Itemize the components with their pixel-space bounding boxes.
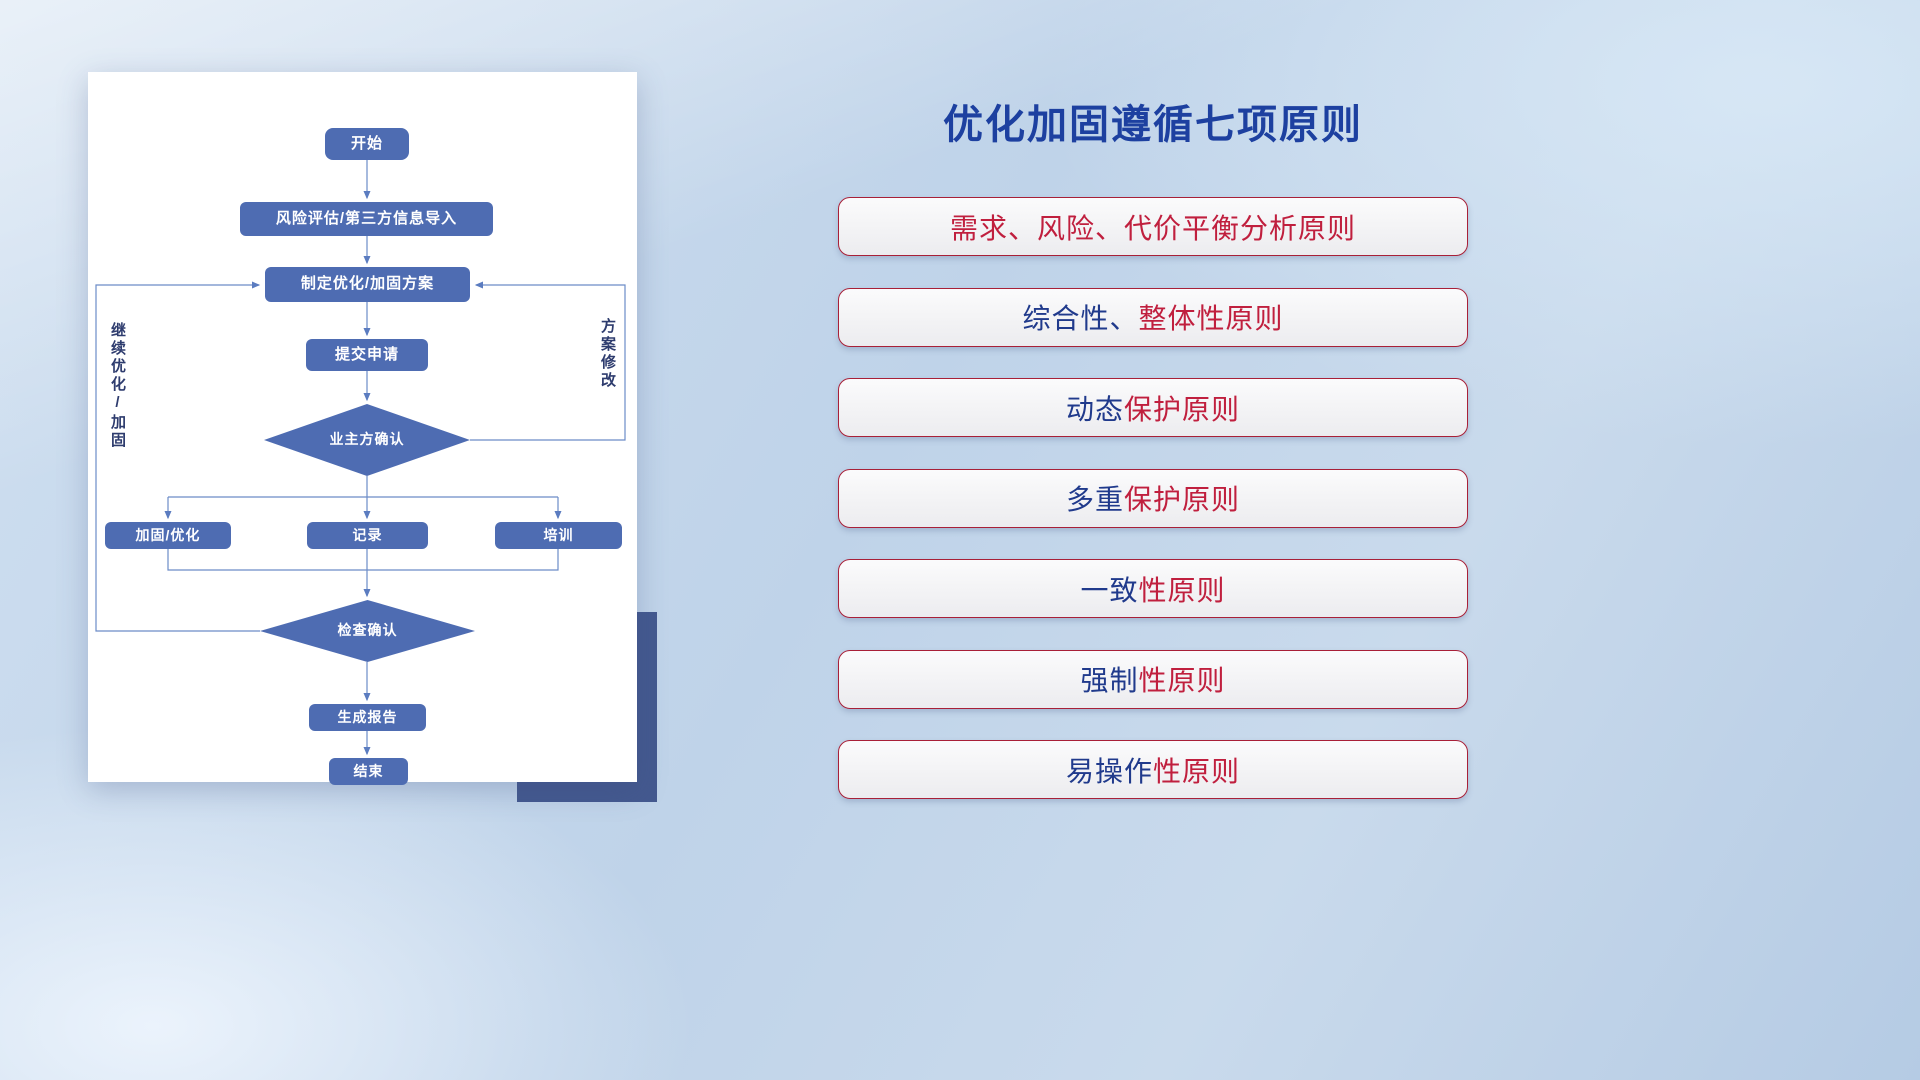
flow-node-make-plan: 制定优化/加固方案 (265, 267, 470, 302)
principles-list: 需求、风险、代价平衡分析原则 综合性、整体性原则 动态保护原则 多重保护原则 一… (838, 197, 1468, 799)
principle-item-3-red-text: 保护原则 (1124, 393, 1241, 425)
principle-item-1: 需求、风险、代价平衡分析原则 (838, 197, 1468, 256)
principle-item-7-red-text: 性原则 (1153, 755, 1241, 787)
principle-item-6-blue-text: 强制 (1080, 665, 1139, 696)
principle-item-5-red-text: 性原则 (1138, 574, 1226, 606)
flow-node-record-label: 记录 (352, 526, 383, 543)
flow-node-training: 培训 (495, 522, 622, 549)
flow-node-reinforce-label: 加固/优化 (135, 526, 201, 543)
principle-item-2-blue-text: 综合性、 (1022, 303, 1139, 334)
principle-item-7-blue-text: 易操作 (1065, 755, 1153, 787)
flow-node-start: 开始 (325, 128, 409, 160)
flow-node-risk-import: 风险评估/第三方信息导入 (240, 202, 493, 236)
principle-item-4-red-text: 保护原则 (1124, 484, 1241, 515)
principle-item-2-red-text: 整体性原则 (1138, 303, 1284, 334)
principle-item-1-red-text: 需求、风险、代价平衡分析原则 (949, 212, 1356, 244)
principle-item-6-red-text: 性原则 (1138, 665, 1226, 696)
flow-node-submit: 提交申请 (306, 339, 428, 371)
flow-node-submit-label: 提交申请 (334, 345, 399, 363)
flow-node-report-label: 生成报告 (337, 708, 398, 725)
flowchart-connectors (95, 160, 626, 756)
flow-label-plan-revise: 方案修改 (599, 318, 616, 390)
flow-node-risk-import-label: 风险评估/第三方信息导入 (275, 209, 458, 227)
flow-node-end-label: 结束 (353, 762, 384, 779)
flow-node-reinforce: 加固/优化 (105, 522, 231, 549)
flow-node-owner-confirm-label: 业主方确认 (329, 431, 405, 448)
flowchart-card: 开始 风险评估/第三方信息导入 制定优化/加固方案 提交申请 业主方确认 加固/… (88, 72, 637, 785)
principle-item-4: 多重保护原则 (838, 468, 1468, 528)
flow-node-record: 记录 (307, 522, 428, 549)
principle-item-5-blue-text: 一致 (1080, 574, 1139, 606)
flow-label-continue-loop: 继续优化/加固 (109, 322, 126, 450)
flow-node-check-confirm-label: 检查确认 (337, 622, 398, 639)
flow-node-start-label: 开始 (350, 134, 383, 152)
flow-node-end: 结束 (329, 758, 408, 785)
principle-item-6: 强制性原则 (838, 649, 1468, 709)
flow-node-report: 生成报告 (309, 704, 426, 731)
principle-item-4-blue-text: 多重 (1065, 484, 1124, 515)
principle-item-7: 易操作性原则 (838, 740, 1468, 799)
flow-node-make-plan-label: 制定优化/加固方案 (300, 275, 435, 293)
principle-item-3: 动态保护原则 (838, 378, 1468, 437)
principle-item-3-blue-text: 动态 (1065, 393, 1124, 425)
principle-item-2: 综合性、整体性原则 (838, 287, 1468, 347)
flow-node-training-label: 培训 (543, 526, 574, 543)
page-title: 优化加固遵循七项原则 (943, 103, 1363, 147)
principle-item-5: 一致性原则 (838, 559, 1468, 618)
